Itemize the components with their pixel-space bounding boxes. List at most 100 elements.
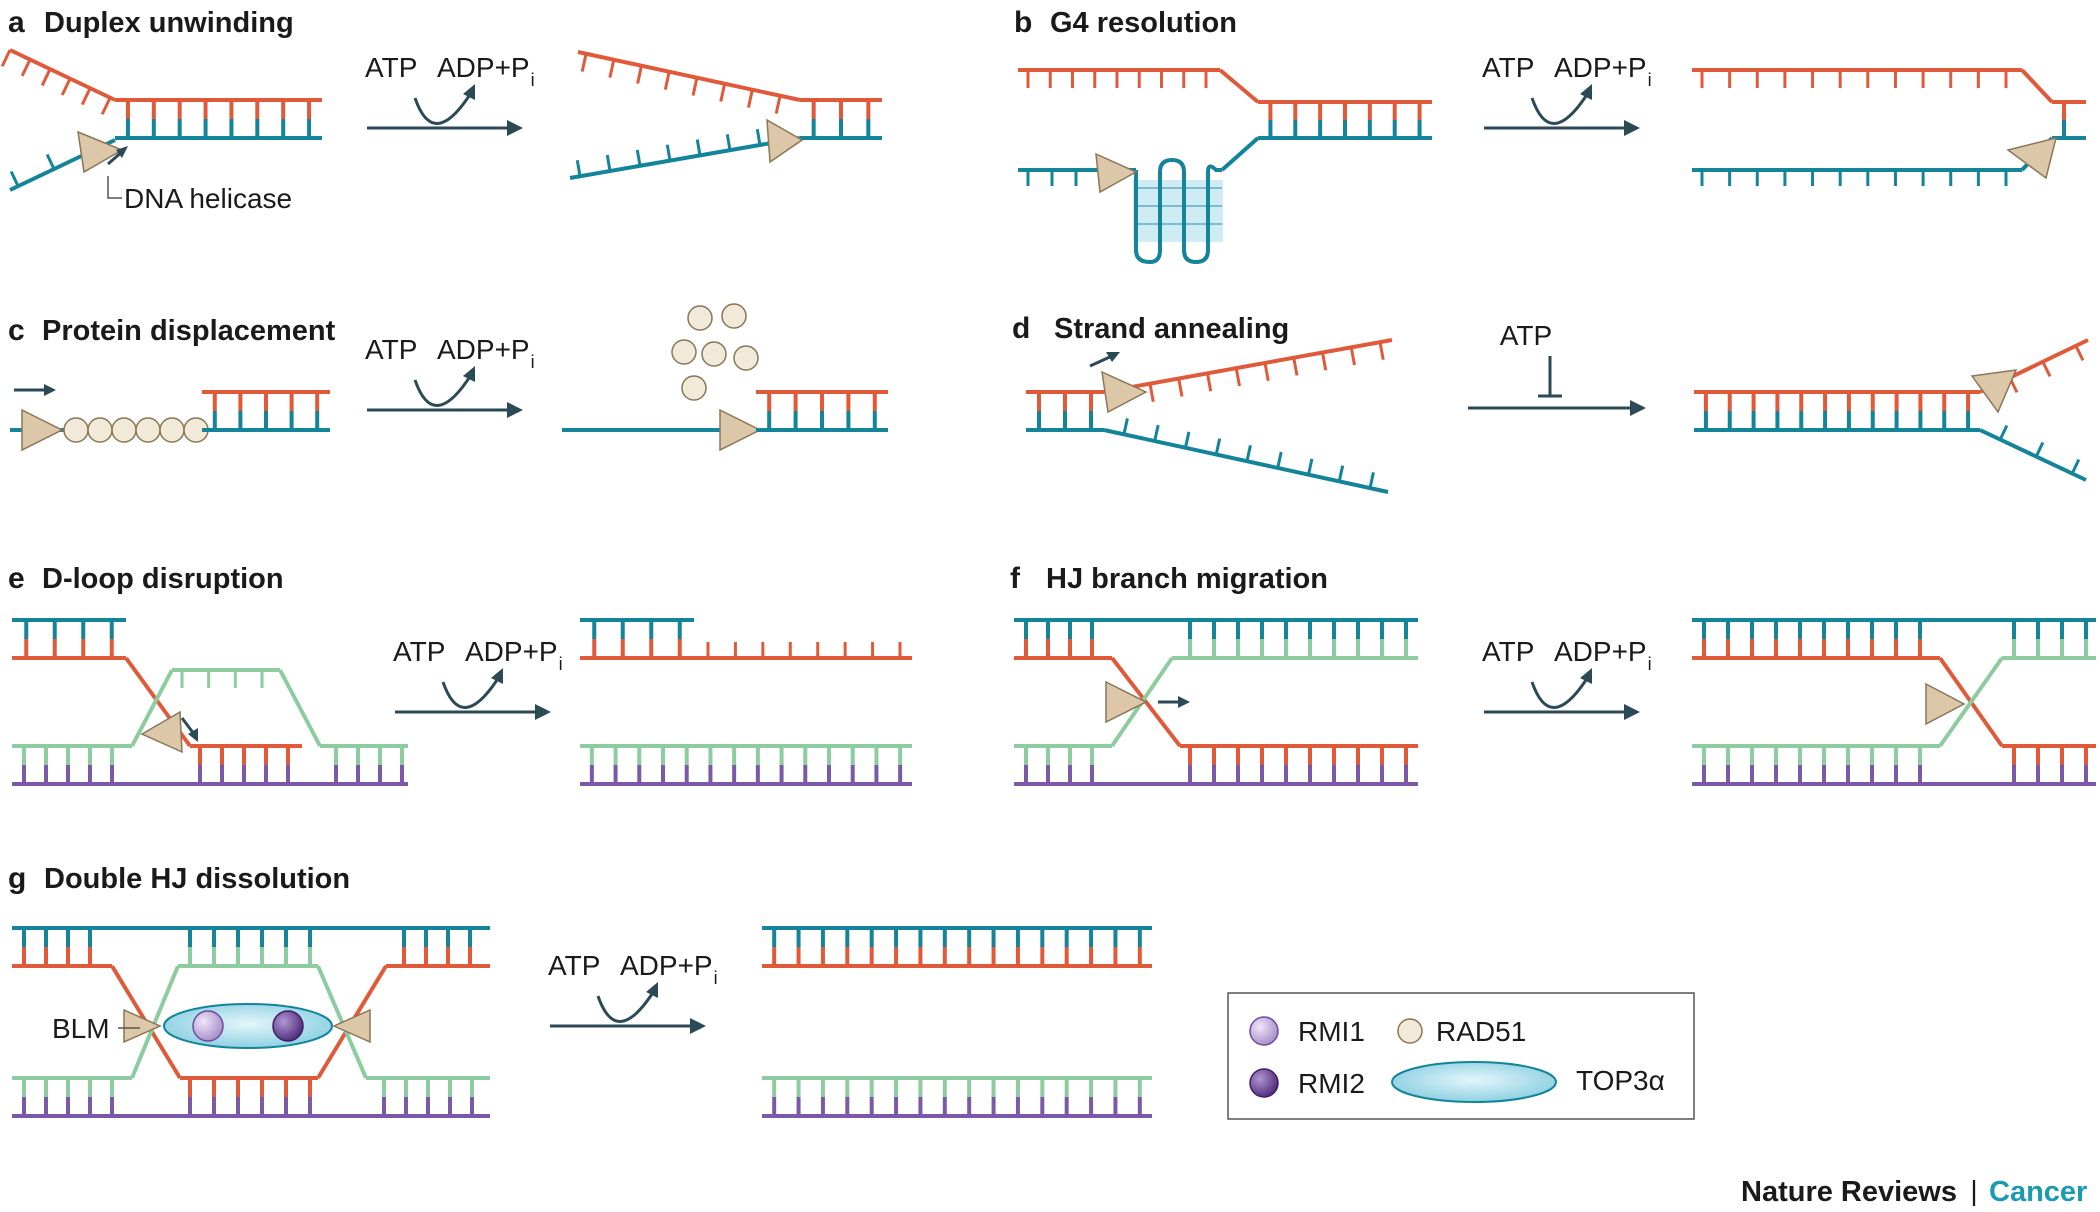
helicase-triangle-icon	[77, 130, 124, 174]
legend-rmi1-label: RMI1	[1298, 1016, 1365, 1047]
panel-f-title: HJ branch migration	[1046, 563, 1328, 595]
dna-duplex	[12, 618, 126, 660]
top3a-ellipse-icon	[163, 1003, 333, 1049]
footer: Nature Reviews | Cancer	[1741, 1175, 2087, 1208]
curve-head	[1580, 668, 1592, 684]
base-pair-rungs	[188, 928, 312, 966]
base-pair-rungs	[198, 746, 290, 765]
dna-duplex	[580, 744, 912, 786]
curve-head	[463, 84, 475, 100]
panel-e-product	[580, 618, 912, 786]
rad51-bead-icon	[87, 417, 113, 443]
pi-subscript: i	[1648, 654, 1652, 674]
single-strand-bases	[1026, 70, 1208, 88]
rad51-bead-icon	[135, 417, 161, 443]
base-pair-rungs	[1702, 620, 1922, 658]
panel-b-product	[1692, 68, 2086, 186]
base-pair-rungs	[22, 746, 404, 784]
panel-d-substrate	[1026, 338, 1393, 494]
panel-g: g Double HJ dissolution	[8, 862, 1152, 1118]
helicase-triangle-icon	[1105, 680, 1148, 724]
panel-a-product	[569, 50, 882, 180]
rmi2-sphere-icon	[272, 1010, 304, 1042]
helicase-triangle-icon	[766, 118, 804, 164]
rad51-bead-icon	[63, 417, 89, 443]
adp-pi-label: ADP+P	[465, 636, 558, 667]
rad51-bead-icon	[733, 345, 759, 371]
footer-separator: |	[1970, 1175, 1977, 1206]
rad51-bead-icon	[721, 303, 747, 329]
base-pair-rungs	[1702, 746, 1922, 784]
panel-e-substrate	[12, 618, 408, 786]
reaction-curve	[441, 679, 499, 709]
rad51-bead-icon	[159, 417, 185, 443]
helicase-triangle-icon	[332, 1008, 371, 1044]
adp-pi-label: ADP+P	[1554, 52, 1647, 83]
dna-duplex	[800, 98, 882, 140]
curve-head	[1580, 84, 1592, 100]
duplex	[115, 98, 322, 140]
base-pair-rungs	[22, 1078, 114, 1116]
atp-label: ATP	[1482, 52, 1534, 83]
rmi2-sphere-icon	[1249, 1068, 1279, 1098]
atp-label: ATP	[393, 636, 445, 667]
dna-duplex	[756, 390, 888, 432]
single-strand-bases	[706, 642, 902, 658]
panel-d-letter: d	[1012, 312, 1030, 345]
adp-pi-label: ADP+P	[1554, 636, 1647, 667]
reaction-curve	[596, 993, 654, 1023]
single-strand-bases	[0, 49, 112, 115]
panel-f-letter: f	[1010, 562, 1021, 595]
rad51-bead-icon	[681, 375, 707, 401]
g-quadruplex	[1133, 157, 1223, 265]
single-strand-bases	[1148, 341, 1385, 402]
rad51-beads	[63, 417, 209, 443]
panel-f-product	[1692, 618, 2096, 786]
pi-subscript: i	[559, 654, 563, 674]
rad51-bead-icon	[1397, 1018, 1423, 1044]
blm-label: BLM	[52, 1013, 110, 1044]
atp-label: ATP	[1482, 636, 1534, 667]
arrow-head	[1624, 704, 1640, 720]
pi-subscript: i	[1648, 70, 1652, 90]
arrow-head	[535, 704, 551, 720]
rad51-bead-icon	[687, 305, 713, 331]
helicase-triangle-icon	[719, 408, 762, 452]
legend-top3a-label: TOP3α	[1576, 1065, 1665, 1096]
arrow-head	[690, 1018, 706, 1034]
helicase-triangle-icon	[2006, 136, 2058, 180]
legend-rad51-label: RAD51	[1436, 1016, 1526, 1047]
single-strand-bases	[1026, 170, 1102, 186]
base-pair-rungs	[188, 1078, 312, 1116]
base-pair-rungs	[2012, 746, 2088, 784]
journal-name: Nature Reviews	[1741, 1176, 1957, 1208]
dna-duplex	[1258, 100, 1432, 140]
single-strand-bases	[1998, 424, 2081, 475]
single-strand-bases	[580, 53, 782, 114]
panel-d-reaction: ATP	[1468, 320, 1646, 416]
helicase-triangle-icon	[1925, 682, 1966, 726]
base-pair-rungs	[22, 928, 92, 966]
base-pair-rungs	[402, 928, 472, 966]
base-pair-rungs	[1188, 620, 1408, 658]
helicase-triangle-icon	[123, 1008, 162, 1044]
base-pair-rungs	[382, 1078, 474, 1116]
rad51-bead-icon	[701, 341, 727, 367]
dna-duplex	[1694, 390, 1980, 432]
single-strand-bases	[575, 128, 762, 177]
single-strand-bases	[180, 670, 264, 688]
single-strand-bases	[1700, 170, 2008, 186]
panel-c-substrate	[10, 384, 330, 452]
rmi1-sphere-icon	[1249, 1016, 1279, 1046]
pi-subscript: i	[531, 352, 535, 372]
rad51-bead-icon	[111, 417, 137, 443]
single-strand-bases	[1700, 70, 2008, 88]
journal-section: Cancer	[1989, 1176, 2087, 1208]
